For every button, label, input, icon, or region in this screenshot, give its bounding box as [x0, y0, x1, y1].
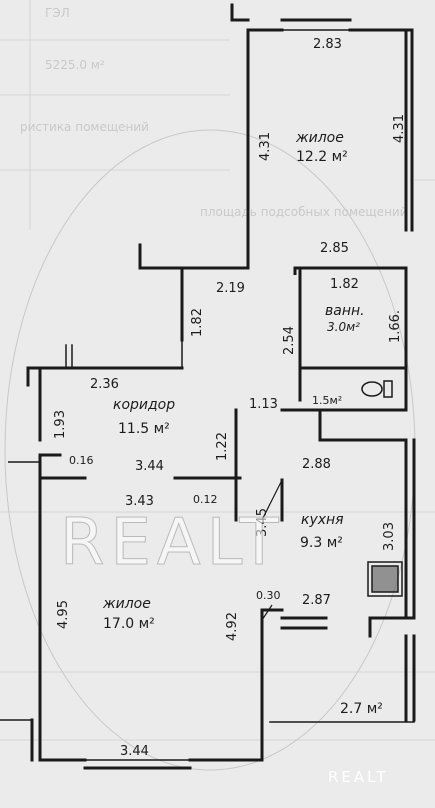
kitchen-area: 9.3 м² — [300, 535, 343, 551]
dim-2-19: 2.19 — [216, 281, 245, 296]
bathroom-name: ванн. — [325, 303, 365, 319]
dim-1-93: 1.93 — [52, 410, 68, 439]
dim-2-85: 2.85 — [320, 241, 349, 256]
dim-1-82-corridor: 1.82 — [189, 308, 205, 337]
dim-1-22: 1.22 — [214, 432, 230, 461]
bg-text-3: ристика помещений — [20, 120, 149, 134]
bedroom-top-name: жилое — [296, 130, 344, 146]
dim-0-16: 0.16 — [69, 454, 94, 467]
dim-2-88: 2.88 — [302, 457, 331, 472]
bg-text-2: 5225.0 м² — [45, 58, 105, 72]
stove-icon — [367, 561, 403, 597]
dim-0-12: 0.12 — [193, 493, 218, 506]
corridor-area: 11.5 м² — [118, 421, 170, 437]
watermark-main: REALT — [60, 506, 285, 581]
dim-0-30: 0.30 — [256, 589, 281, 602]
dim-2-83: 2.83 — [313, 37, 342, 52]
dim-3-44-bottom: 3.44 — [120, 744, 149, 759]
bg-text-1: ГЭЛ — [45, 6, 70, 20]
dim-3-43: 3.43 — [125, 494, 154, 509]
dim-1-82-bath: 1.82 — [330, 277, 359, 292]
dim-4-95: 4.95 — [55, 600, 71, 629]
dim-4-92: 4.92 — [224, 612, 240, 641]
living-area: 17.0 м² — [103, 616, 155, 632]
dim-3-44-corridor: 3.44 — [135, 459, 164, 474]
watermark-corner: REALT — [328, 768, 389, 786]
dim-1-66: 1.66. — [388, 309, 404, 344]
living-name: жилое — [103, 596, 151, 612]
wc-area: 1.5м² — [312, 394, 343, 407]
kitchen-name: кухня — [301, 512, 344, 528]
balcony-area: 2.7 м² — [340, 701, 383, 717]
dim-2-36: 2.36 — [90, 377, 119, 392]
dim-2-87: 2.87 — [302, 593, 331, 608]
dim-4-31-left: 4.31 — [257, 132, 273, 161]
bg-text-4: площадь подсобных помещений — [200, 205, 408, 219]
toilet-icon — [361, 380, 393, 398]
corridor-name: коридор — [113, 397, 176, 413]
dim-2-54: 2.54 — [281, 326, 297, 355]
dim-3-03: 3.03 — [381, 522, 397, 551]
bedroom-top-area: 12.2 м² — [296, 149, 348, 165]
dim-4-31-right: 4.31 — [391, 114, 407, 143]
dim-1-13: 1.13 — [249, 397, 278, 412]
bathroom-area: 3.0м² — [327, 320, 360, 334]
